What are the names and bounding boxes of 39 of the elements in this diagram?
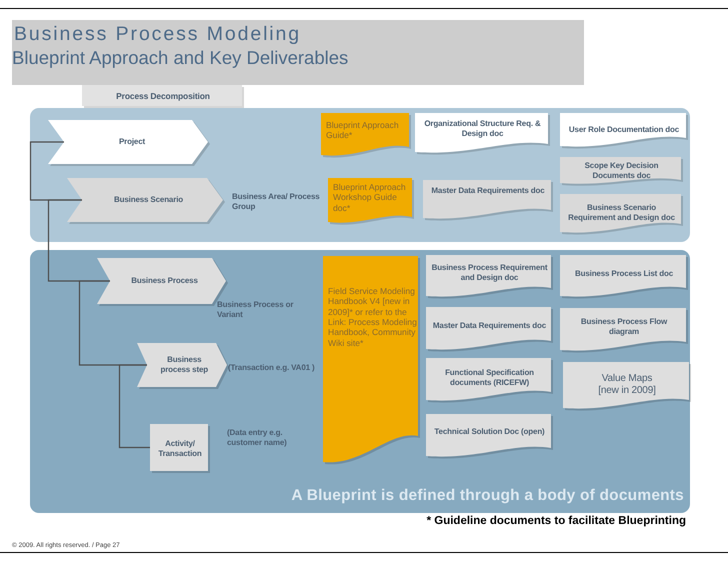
document-label: Functional Specification documents (RICEFW)	[444, 368, 535, 388]
annotation-text: (Data entry e.g. customer name)	[227, 428, 288, 448]
document-label: User Role Documentation doc	[568, 125, 680, 135]
document-label: Business Scenario Requirement and Design doc	[567, 203, 676, 222]
document-label: Blueprint Approach Guide*	[326, 120, 400, 141]
document-shape	[560, 157, 683, 189]
chevron-shape	[67, 178, 225, 224]
slide-subtitle: Blueprint Approach and Key Deliverables	[12, 47, 348, 68]
chevron-shape	[48, 120, 210, 166]
panel	[30, 250, 690, 513]
panel-caption: A Blueprint is defined through a body of documents	[291, 487, 684, 506]
header-label: Process Decomposition	[116, 91, 210, 102]
document-label: Business Process Requirement and Design doc	[431, 263, 548, 282]
chevron-label: Business Process	[131, 276, 198, 286]
header-box	[82, 85, 244, 108]
document-label: Business Process List doc	[574, 269, 674, 279]
document-label: Value Maps	[602, 373, 652, 385]
box-label: Activity/ Transaction	[157, 438, 203, 458]
slide-title: Business Process Modeling	[14, 24, 302, 46]
panel	[30, 108, 690, 242]
document-label: Scope Key Decision Documents doc	[584, 161, 660, 180]
footnote: * Guideline documents to facilitate Blueprinting	[426, 515, 686, 528]
annotation-text: Business Process or Variant	[217, 300, 294, 320]
chevron-label: Project	[118, 137, 146, 147]
document-label: Organizational Structure Req. & Design doc	[423, 119, 542, 138]
document-label: Business Process Flow diagram	[580, 317, 668, 336]
document-label: Technical Solution Doc (open)	[434, 427, 545, 437]
process-box	[150, 424, 210, 473]
document-label: Blueprint Approach Workshop Guide doc*	[333, 182, 407, 213]
document-label: [new in 2009]	[598, 385, 656, 397]
chevron-shape	[137, 343, 229, 389]
annotation-text: Business Area/ Process Group	[232, 192, 321, 212]
annotation-text: (Transaction e.g. VA01 )	[228, 363, 316, 373]
chevron-label: Business process step	[160, 355, 208, 375]
document-label: Master Data Requirements doc	[431, 186, 545, 196]
document-label: Field Service Modeling Handbook V4 [new in 2009]* or refer to the Link: Process Modeling Handbook, Community Wiki site*	[328, 286, 418, 348]
document-label: Master Data Requirements doc	[432, 321, 546, 331]
connector-line	[118, 364, 150, 448]
chevron-label: Business Scenario	[114, 195, 184, 205]
